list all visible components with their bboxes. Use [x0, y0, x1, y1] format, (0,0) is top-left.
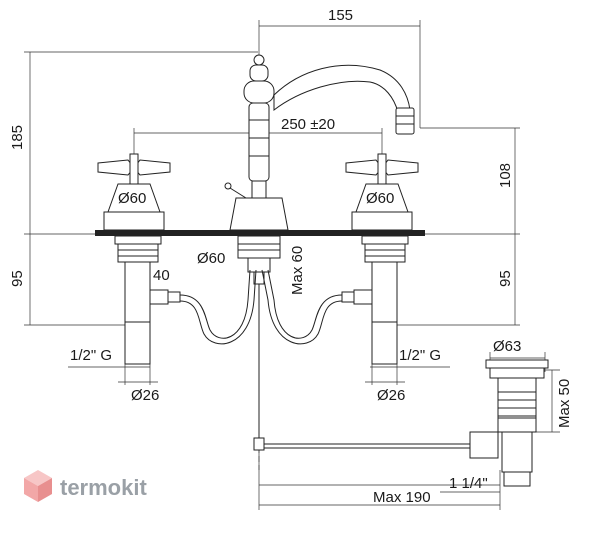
right-handle: [345, 153, 419, 231]
popup-rod: [253, 284, 470, 451]
dim-left-dia-60: Ø60: [118, 190, 146, 207]
dim-40: 40: [153, 267, 170, 284]
dim-left-95: 95: [9, 270, 26, 287]
dim-left-thread: 1/2" G: [70, 347, 112, 364]
brand-name: termokit: [60, 475, 147, 500]
dim-center-dia-60: Ø60: [197, 250, 225, 267]
dim-waste-thread: 1 1/4": [449, 475, 488, 492]
countertop: [95, 230, 425, 236]
dim-max-190: Max 190: [373, 489, 431, 506]
dim-max-60: Max 60: [289, 246, 306, 295]
dim-250: 250 ±20: [281, 116, 335, 133]
dim-155: 155: [328, 7, 353, 24]
dim-right-dia-60: Ø60: [366, 190, 394, 207]
dim-108: 108: [497, 163, 514, 188]
center-shank: [237, 235, 281, 285]
termokit-logo: termokit: [24, 470, 147, 502]
pop-up-waste: [469, 359, 549, 487]
cube-icon: [24, 470, 52, 502]
flex-hoses: [179, 269, 343, 345]
dim-left-dia-26: Ø26: [131, 387, 159, 404]
left-valve-body: [114, 235, 181, 365]
right-valve-body: [341, 235, 409, 365]
left-handle: [97, 153, 171, 231]
dim-right-dia-26: Ø26: [377, 387, 405, 404]
dim-waste-max-50: Max 50: [556, 379, 573, 428]
dim-185: 185: [9, 125, 26, 150]
dim-right-thread: 1/2" G: [399, 347, 441, 364]
dim-right-95: 95: [497, 270, 514, 287]
dimension-labels: 155 185 250 ±20 108 Ø60 Ø60 Ø60 Max 60 9…: [9, 7, 573, 506]
spout: [224, 54, 415, 231]
dim-waste-dia-63: Ø63: [493, 338, 521, 355]
